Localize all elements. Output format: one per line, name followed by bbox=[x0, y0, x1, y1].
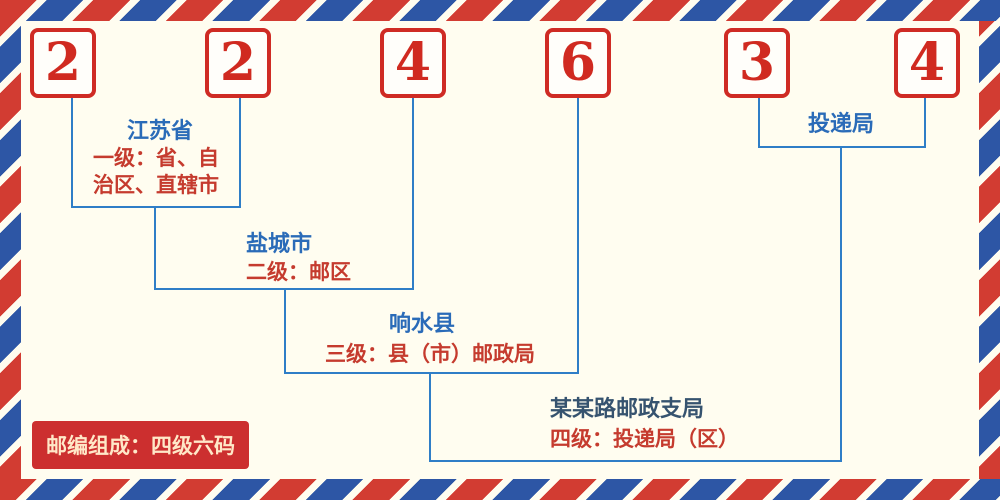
level1-place-label: 江苏省 bbox=[127, 118, 194, 143]
airmail-border-right bbox=[979, 0, 1000, 500]
digit-box-3: 4 bbox=[380, 28, 446, 98]
connector-level1-drop bbox=[154, 206, 156, 288]
level2-place-label: 盐城市 bbox=[246, 231, 313, 256]
connector-level1-right bbox=[239, 98, 241, 206]
level1-desc-label: 一级：省、自治区、直辖市 bbox=[93, 147, 219, 198]
connector-level4-bottom bbox=[429, 460, 842, 462]
digit-box-4: 6 bbox=[545, 28, 611, 98]
airmail-border-top bbox=[0, 0, 1000, 21]
digit-4: 6 bbox=[559, 32, 597, 93]
connector-level2-right bbox=[412, 98, 414, 288]
level2-desc-label: 二级：邮区 bbox=[246, 261, 351, 284]
digit-box-6: 4 bbox=[894, 28, 960, 98]
connector-level1-left bbox=[71, 98, 73, 206]
digit-1: 2 bbox=[44, 32, 82, 93]
digit-box-1: 2 bbox=[30, 28, 96, 98]
connector-delivery-drop bbox=[840, 146, 842, 460]
connector-level1-bottom bbox=[71, 206, 241, 208]
connector-delivery-left bbox=[758, 98, 760, 146]
airmail-border-bottom bbox=[0, 479, 1000, 500]
connector-delivery-right bbox=[924, 98, 926, 146]
digit-6: 4 bbox=[908, 32, 946, 93]
level3-desc-label: 三级：县（市）邮政局 bbox=[325, 343, 535, 366]
connector-delivery-bottom bbox=[758, 146, 926, 148]
airmail-border-left bbox=[0, 0, 21, 500]
digit-box-2: 2 bbox=[205, 28, 271, 98]
footer-badge: 邮编组成：四级六码 bbox=[32, 421, 249, 469]
digit-3: 4 bbox=[394, 32, 432, 93]
delivery-office-label: 投递局 bbox=[808, 111, 875, 136]
level4-desc-label: 四级：投递局（区） bbox=[550, 428, 739, 451]
digit-box-5: 3 bbox=[724, 28, 790, 98]
digit-5: 3 bbox=[738, 32, 776, 93]
connector-level2-drop bbox=[284, 288, 286, 372]
digit-2: 2 bbox=[219, 32, 257, 93]
connector-level3-bottom bbox=[284, 372, 579, 374]
level4-place-label: 某某路邮政支局 bbox=[550, 396, 705, 421]
connector-level3-drop bbox=[429, 372, 431, 460]
level3-place-label: 响水县 bbox=[389, 311, 456, 336]
connector-level3-right bbox=[577, 98, 579, 372]
